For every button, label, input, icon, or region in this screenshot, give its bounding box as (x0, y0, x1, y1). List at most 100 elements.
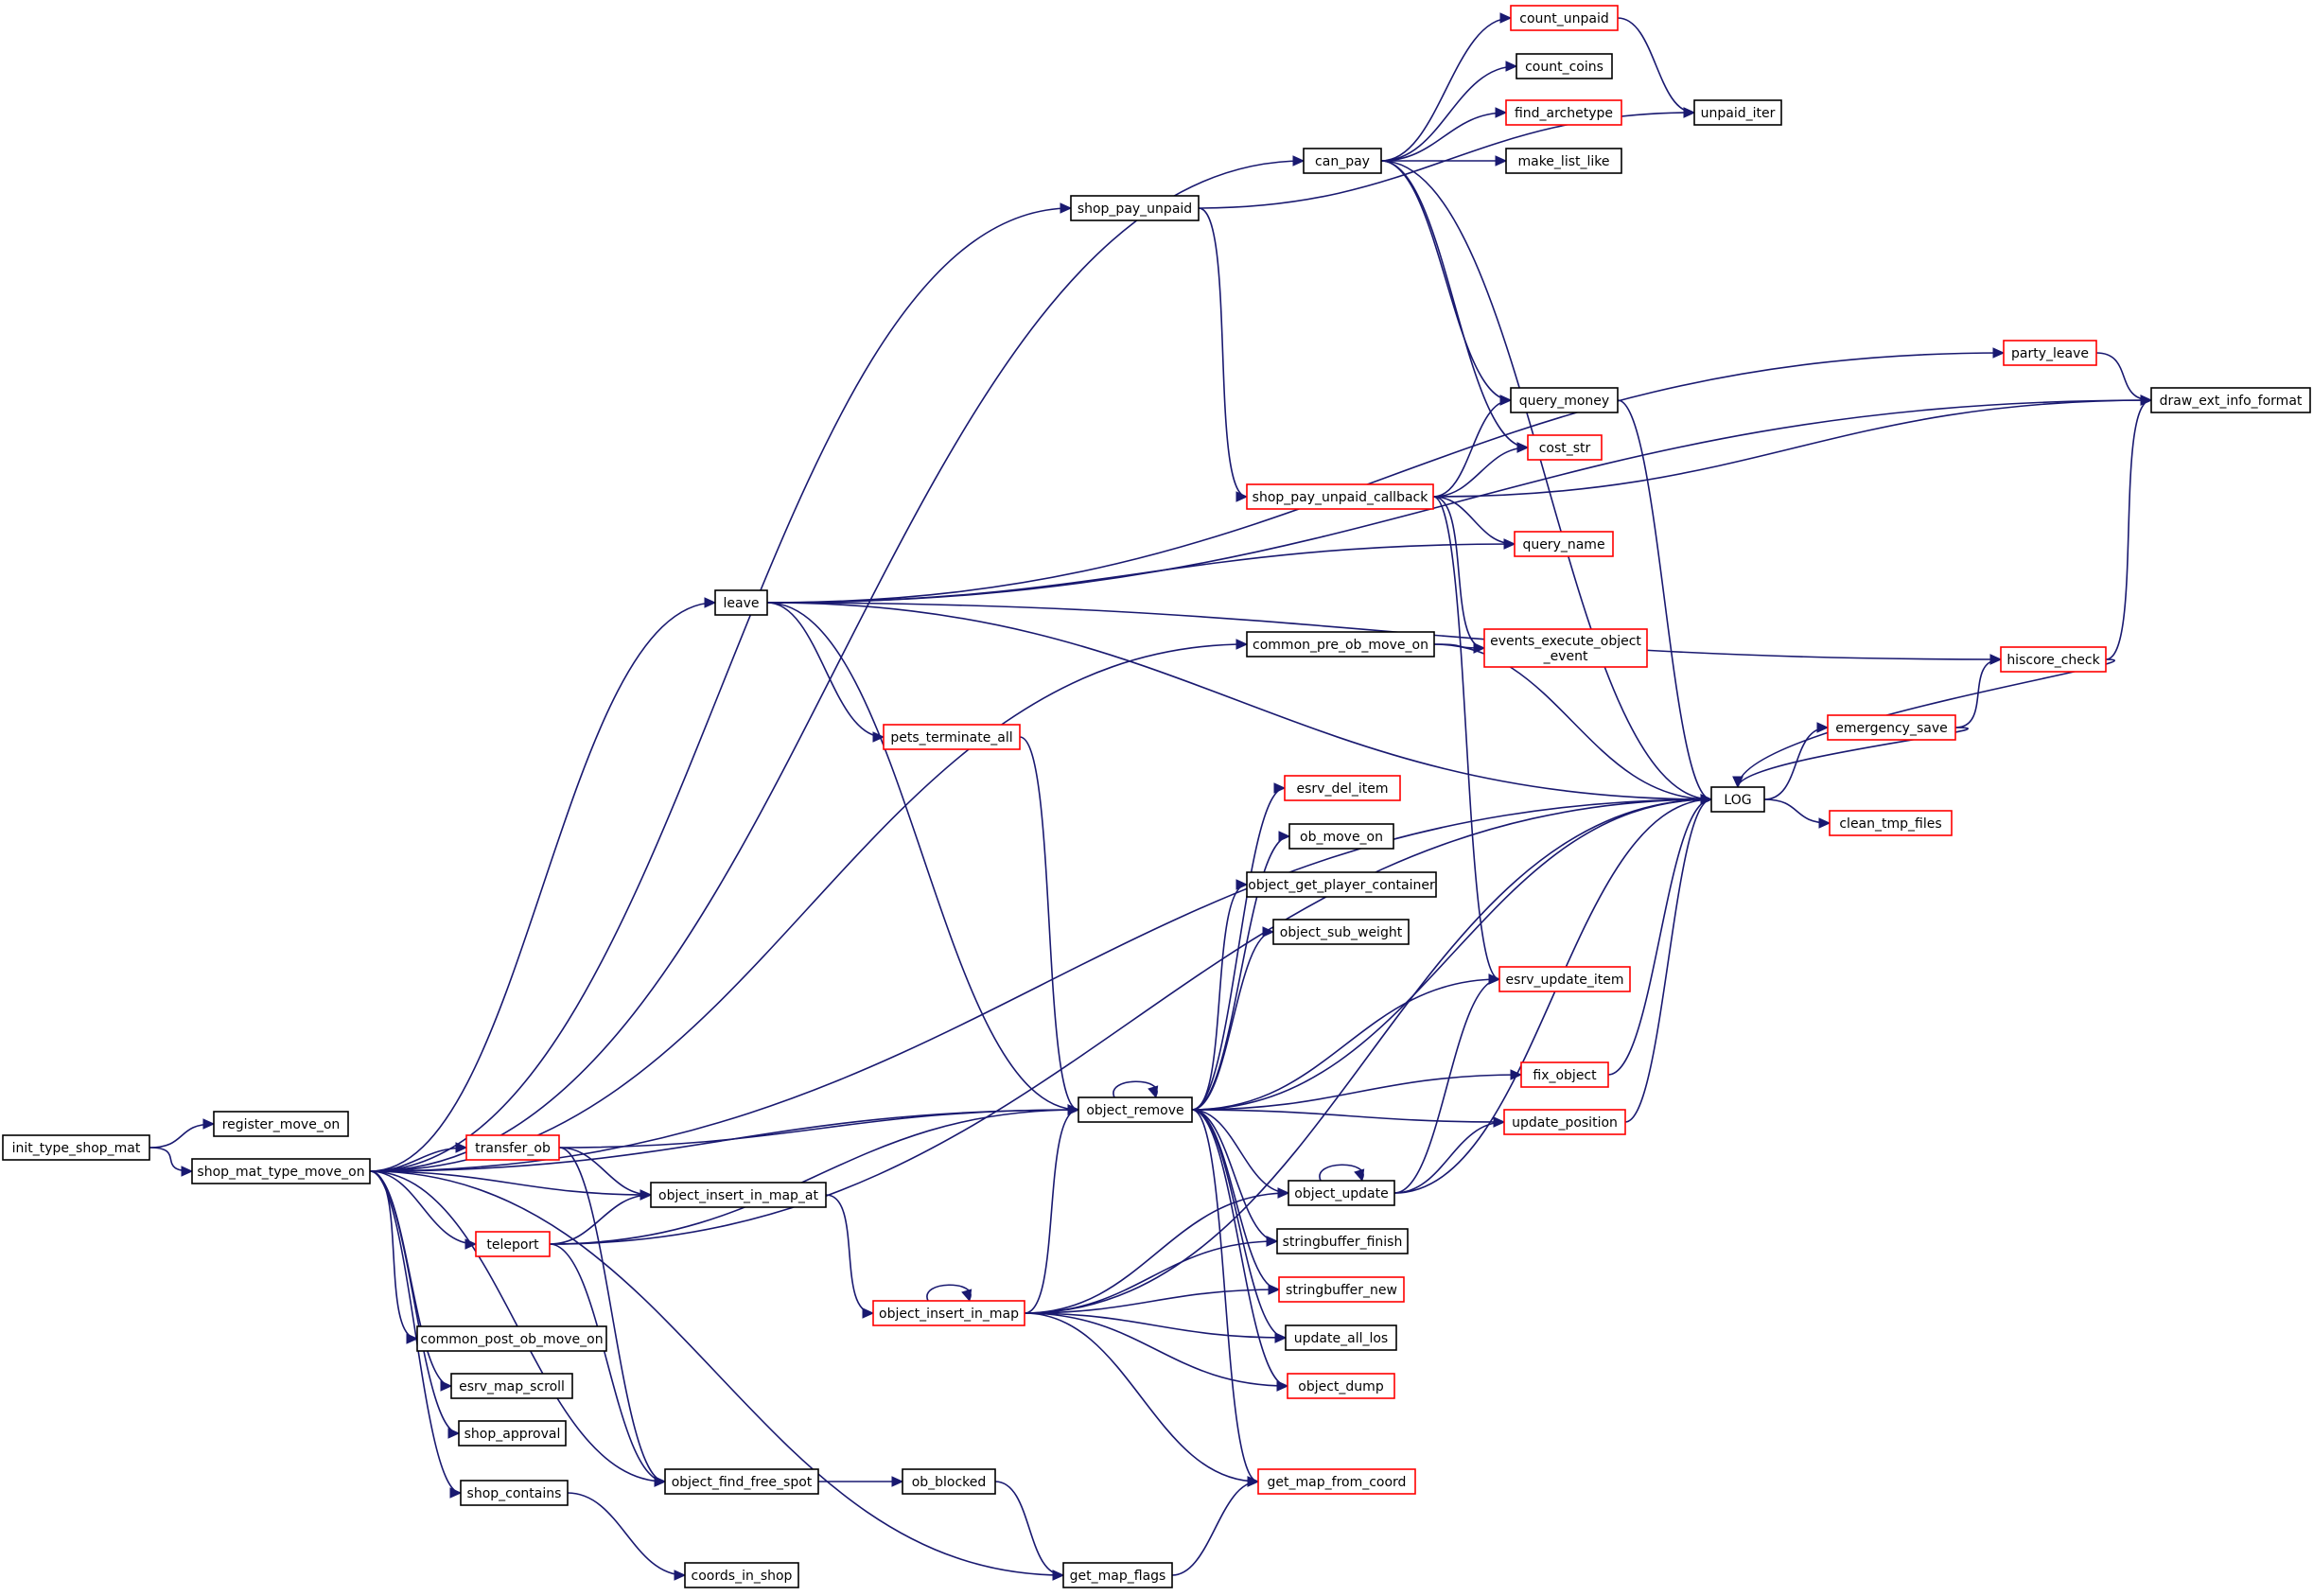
node-query-money[interactable]: query_money (1510, 387, 1619, 413)
edge-arrowhead (1499, 12, 1513, 24)
node-box (1505, 148, 1622, 174)
node-count-unpaid[interactable]: count_unpaid (1510, 5, 1619, 31)
node-register-move-on[interactable]: register_move_on (213, 1111, 349, 1137)
node-count-coins[interactable]: count_coins (1516, 53, 1613, 79)
node-update-position[interactable]: update_position (1503, 1109, 1626, 1135)
edge-arrowhead (1354, 1168, 1365, 1183)
node-label: get_map_from_coord (1268, 1475, 1407, 1490)
node-esrv-update-item[interactable]: esrv_update_item (1498, 966, 1631, 992)
node-leave[interactable]: leave (714, 589, 768, 616)
node-ob-blocked[interactable]: ob_blocked (902, 1468, 996, 1495)
node-pets-terminate-all[interactable]: pets_terminate_all (883, 724, 1021, 750)
edge-leave-to-party-leave (766, 352, 2005, 604)
node-get-map-flags[interactable]: get_map_flags (1062, 1562, 1173, 1588)
node-transfer-ob[interactable]: transfer_ob (465, 1134, 560, 1161)
edge-object-insert-in-map-to-update-all-los (1024, 1312, 1287, 1339)
node-hiscore-check[interactable]: hiscore_check (2000, 646, 2107, 673)
edge-arrowhead (961, 1289, 973, 1303)
node-unpaid-iter[interactable]: unpaid_iter (1693, 99, 1782, 126)
node-label: register_move_on (222, 1117, 341, 1132)
edge-shop-pay-unpaid-callback-to-cost-str (1432, 447, 1529, 498)
edge-shop-mat-type-move-on-to-shop-pay-unpaid (369, 207, 1072, 1172)
node-get-map-from-coord[interactable]: get_map_from_coord (1257, 1468, 1416, 1495)
node-common-post-ob-move-on[interactable]: common_post_ob_move_on (416, 1325, 607, 1352)
node-label: shop_pay_unpaid_callback (1253, 490, 1429, 505)
edge-shop-mat-type-move-on-to-shop-contains (369, 1170, 462, 1494)
node-esrv-map-scroll[interactable]: esrv_map_scroll (450, 1373, 573, 1399)
node-common-pre-ob-move-on[interactable]: common_pre_ob_move_on (1246, 631, 1435, 658)
node-label: cost_str (1539, 441, 1591, 456)
node-box (1062, 1562, 1173, 1588)
node-box (416, 1325, 607, 1352)
node-label: coords_in_shop (692, 1569, 793, 1584)
node-make-list-like[interactable]: make_list_like (1505, 148, 1622, 174)
node-box (450, 1373, 573, 1399)
node-shop-mat-type-move-on[interactable]: shop_mat_type_move_on (191, 1158, 371, 1184)
node-shop-contains[interactable]: shop_contains (460, 1480, 569, 1506)
edge-hiscore-check-to-draw-ext-info-format (2105, 399, 2152, 660)
node-object-insert-in-map[interactable]: object_insert_in_map (872, 1300, 1025, 1326)
node-label: pets_terminate_all (890, 730, 1012, 745)
node-update-all-los[interactable]: update_all_los (1285, 1324, 1397, 1351)
edge-shop-pay-unpaid-to-shop-pay-unpaid-callback (1198, 207, 1248, 498)
edge-shop-mat-type-move-on-to-common-post-ob-move-on (369, 1170, 418, 1340)
node-stringbuffer-new[interactable]: stringbuffer_new (1278, 1276, 1405, 1303)
node-box (902, 1468, 996, 1495)
edge-shop-mat-type-move-on-to-teleport (369, 1170, 477, 1245)
edge-shop-mat-type-move-on-to-LOG (369, 798, 1712, 1172)
edge-shop-contains-to-coords-in-shop (567, 1492, 686, 1576)
node-coords-in-shop[interactable]: coords_in_shop (684, 1562, 799, 1588)
edge-object-remove-to-ob-move-on (1191, 835, 1290, 1111)
edge-shop-pay-unpaid-callback-to-events-execute-object-event (1432, 496, 1485, 649)
node-label: draw_ext_info_format (2160, 394, 2303, 409)
node-find-archetype[interactable]: find_archetype (1505, 99, 1622, 126)
edge-object-remove-to-LOG (1191, 798, 1712, 1111)
edge-ob-blocked-to-get-map-flags (994, 1481, 1064, 1576)
node-LOG[interactable]: LOG (1710, 786, 1765, 813)
node-shop-pay-unpaid[interactable]: shop_pay_unpaid (1070, 195, 1200, 221)
node-label: esrv_update_item (1506, 973, 1624, 988)
node-ob-move-on[interactable]: ob_move_on (1288, 823, 1394, 850)
node-clean-tmp-files[interactable]: clean_tmp_files (1829, 810, 1953, 836)
edge-arrowhead (1683, 107, 1696, 118)
node-fix-object[interactable]: fix_object (1520, 1061, 1609, 1088)
edge-pets-terminate-all-to-object-remove (1019, 736, 1079, 1111)
edge-arrowhead (1276, 1380, 1289, 1392)
node-object-find-free-spot[interactable]: object_find_free_spot (664, 1468, 819, 1495)
node-events-execute-object-event[interactable]: events_execute_object_event (1483, 628, 1648, 668)
node-object-remove[interactable]: object_remove (1078, 1096, 1193, 1123)
node-query-name[interactable]: query_name (1514, 531, 1614, 557)
node-label: get_map_flags (1070, 1569, 1166, 1584)
node-shop-pay-unpaid-callback[interactable]: shop_pay_unpaid_callback (1246, 483, 1434, 510)
edge-common-pre-ob-move-on-to-LOG (1433, 643, 1712, 800)
node-esrv-del-item[interactable]: esrv_del_item (1284, 775, 1401, 801)
node-cost-str[interactable]: cost_str (1527, 434, 1603, 461)
edge-object-update-to-LOG (1393, 798, 1712, 1194)
edge-arrowhead (1268, 1284, 1281, 1295)
edge-object-remove-to-update-all-los (1191, 1109, 1287, 1339)
node-can-pay[interactable]: can_pay (1303, 148, 1382, 174)
edge-can-pay-to-query-money (1380, 160, 1512, 401)
edge-hiscore-check-to-LOG (1737, 658, 2115, 788)
node-box (1288, 1180, 1395, 1206)
node-box (213, 1111, 349, 1137)
node-party-leave[interactable]: party_leave (2003, 340, 2097, 366)
edge-teleport-to-LOG (549, 798, 1712, 1245)
node-object-dump[interactable]: object_dump (1287, 1373, 1395, 1399)
node-object-get-player-container[interactable]: object_get_player_container (1246, 871, 1437, 898)
node-label: count_coins (1525, 60, 1603, 75)
node-shop-approval[interactable]: shop_approval (458, 1420, 567, 1447)
node-object-insert-in-map-at[interactable]: object_insert_in_map_at (650, 1182, 827, 1208)
node-teleport[interactable]: teleport (475, 1231, 551, 1257)
node-object-update[interactable]: object_update (1288, 1180, 1395, 1206)
edge-party-leave-to-draw-ext-info-format (2095, 352, 2152, 401)
node-emergency-save[interactable]: emergency_save (1827, 714, 1956, 741)
node-object-sub-weight[interactable]: object_sub_weight (1272, 919, 1410, 945)
node-draw-ext-info-format[interactable]: draw_ext_info_format (2150, 387, 2311, 413)
node-init-type-shop-mat[interactable]: init_type_shop_mat (2, 1134, 150, 1161)
edge-query-money-to-LOG (1617, 399, 1712, 800)
node-stringbuffer-finish[interactable]: stringbuffer_finish (1276, 1228, 1409, 1254)
edge-arrowhead (1235, 491, 1249, 502)
node-label: object_insert_in_map (879, 1307, 1019, 1322)
edge-arrowhead (449, 1487, 463, 1499)
